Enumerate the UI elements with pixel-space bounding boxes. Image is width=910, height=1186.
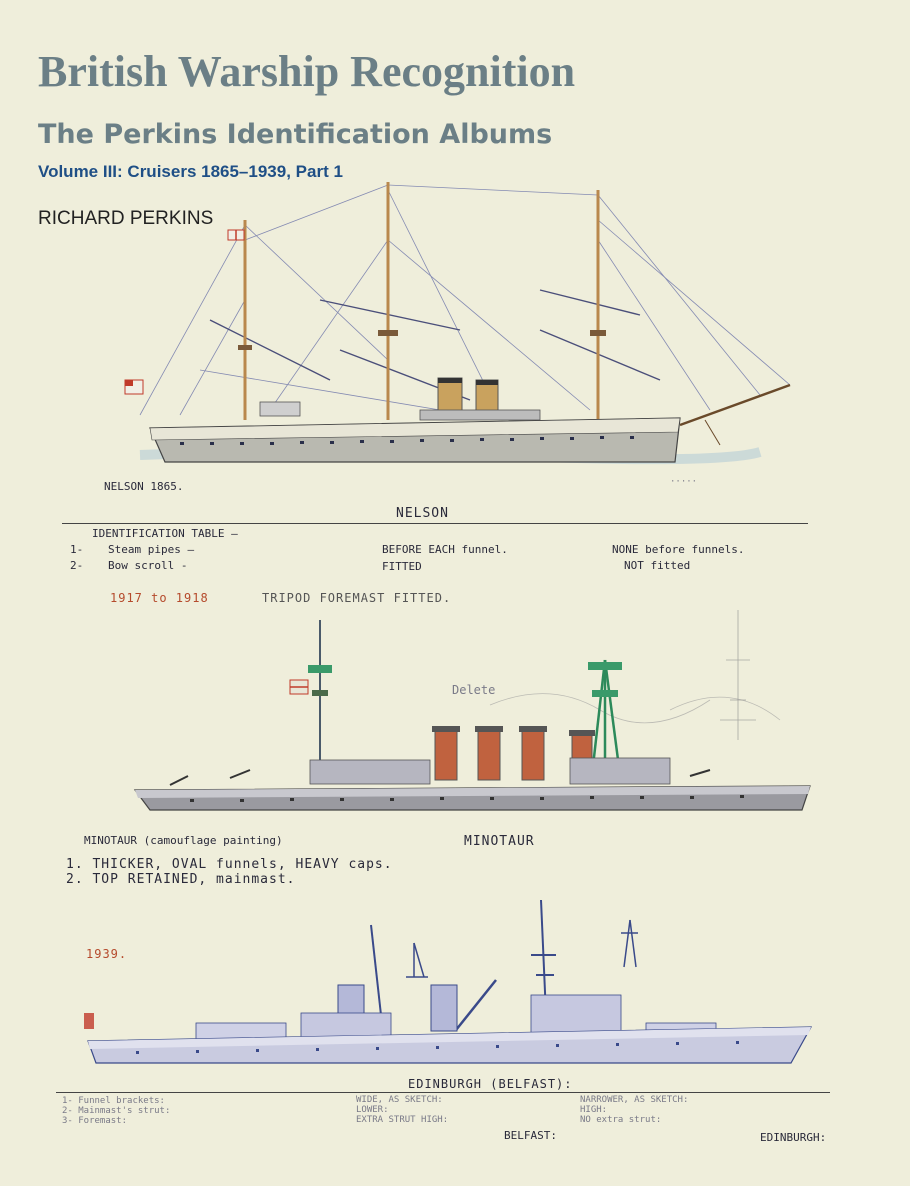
edinburgh-title: EDINBURGH (BELFAST): <box>408 1077 573 1091</box>
delete-note: Delete <box>452 683 496 697</box>
minotaur-name: MINOTAUR <box>464 834 535 849</box>
book-title: British Warship Recognition <box>38 47 576 96</box>
nelson-row-2-num: 2- <box>70 559 84 572</box>
nelson-faint-note-1: ····· <box>670 477 698 487</box>
nelson-row-2-feature: Bow scroll - <box>108 559 188 572</box>
minotaur-note-2: 2. TOP RETAINED, mainmast. <box>66 872 296 887</box>
edinburgh-label: EDINBURGH: <box>760 1131 827 1144</box>
minotaur-date-range: 1917 to 1918 <box>110 591 209 605</box>
nelson-rule <box>62 523 808 524</box>
nelson-row-1-first: BEFORE EACH funnel. <box>382 543 508 556</box>
volume-label: Volume III: Cruisers 1865–1939, Part 1 <box>38 162 343 181</box>
minotaur-ship-drawing <box>133 610 811 811</box>
nelson-row-2-first: FITTED <box>382 560 422 573</box>
edinburgh-feature-1: 1- Funnel brackets: <box>62 1096 165 1106</box>
nelson-row-1-second: NONE before funnels. <box>612 543 745 556</box>
edinburgh-ship-drawing <box>84 899 813 1064</box>
edinburgh-col-2: HIGH: <box>580 1105 608 1115</box>
nelson-row-1-num: 1- <box>70 543 84 556</box>
nelson-row-2-second: NOT fitted <box>624 559 691 572</box>
author-name: RICHARD PERKINS <box>38 208 214 229</box>
edinburgh-rule <box>56 1092 830 1093</box>
edinburgh-col-3: NO extra strut: <box>580 1115 662 1125</box>
belfast-col-1: WIDE, AS SKETCH: <box>356 1095 443 1105</box>
identification-table-heading: IDENTIFICATION TABLE — <box>92 527 238 540</box>
tripod-note: TRIPOD FOREMAST FITTED. <box>262 591 452 605</box>
minotaur-caption-left: MINOTAUR (camouflage painting) <box>84 834 283 847</box>
nelson-ship-drawing <box>124 182 791 465</box>
belfast-label: BELFAST: <box>504 1129 557 1142</box>
edinburgh-feature-3: 3- Foremast: <box>62 1116 128 1126</box>
book-subtitle: The Perkins Identification Albums <box>38 119 553 150</box>
edinburgh-feature-2: 2- Mainmast's strut: <box>62 1106 171 1116</box>
nelson-name: NELSON <box>396 506 449 521</box>
nelson-row-1-feature: Steam pipes — <box>108 543 195 556</box>
edinburgh-col-1: NARROWER, AS SKETCH: <box>580 1095 689 1105</box>
minotaur-note-1: 1. THICKER, OVAL funnels, HEAVY caps. <box>66 857 393 872</box>
belfast-col-2: LOWER: <box>356 1105 389 1115</box>
edinburgh-year: 1939. <box>86 947 128 961</box>
belfast-col-3: EXTRA STRUT HIGH: <box>356 1115 449 1125</box>
nelson-caption-left: NELSON 1865. <box>104 480 184 493</box>
